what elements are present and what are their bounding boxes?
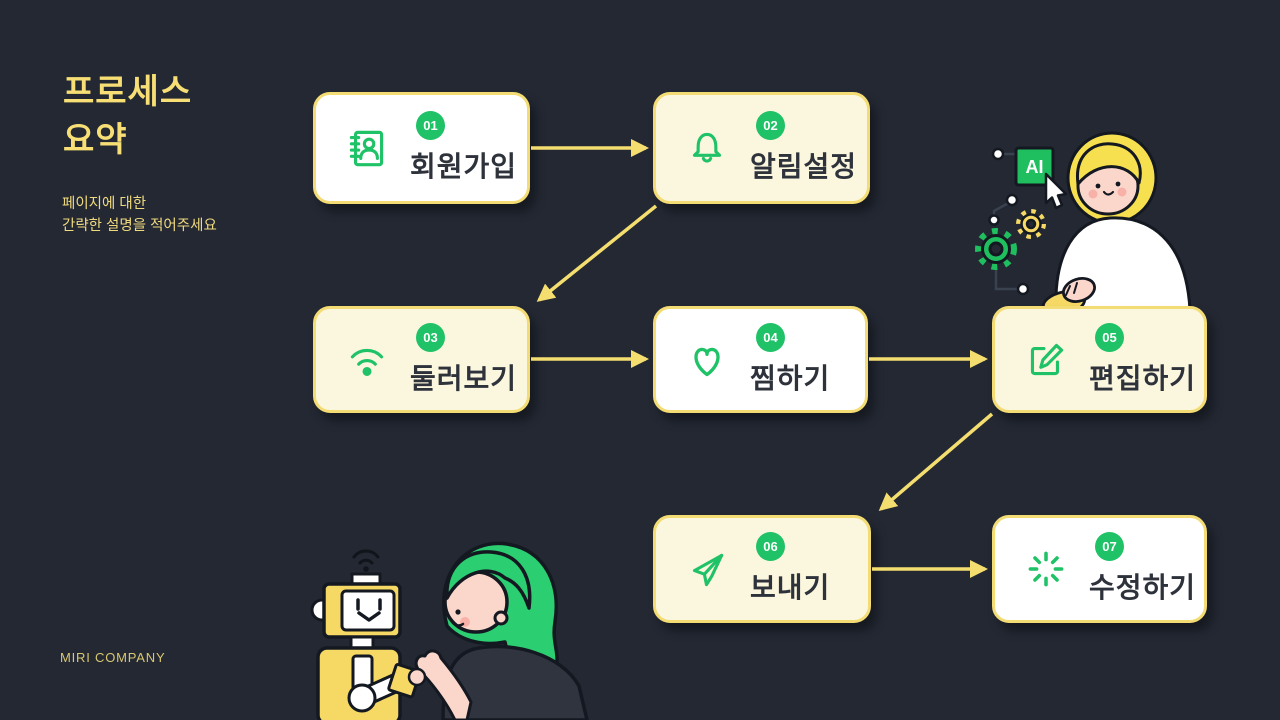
spinner-icon: [1021, 544, 1071, 594]
step-label: 수정하기: [1089, 572, 1197, 603]
step-label: 보내기: [750, 572, 831, 603]
arrow-2-3: [536, 204, 658, 302]
cursor-icon: [1044, 172, 1068, 210]
step-number-badge: 07: [1095, 532, 1124, 561]
step-label: 찜하기: [750, 362, 831, 394]
arrow-5-6: [878, 412, 994, 511]
step-number-badge: 02: [756, 111, 785, 140]
page-title-line1: 프로세스: [63, 73, 193, 111]
edit-icon: [1021, 335, 1071, 385]
wifi-signal-icon: [352, 549, 380, 565]
page-subtitle-line1: 페이지에 대한: [62, 196, 147, 212]
step-card-notifications: 02 알림설정: [653, 92, 870, 204]
robot-elbow: [347, 683, 377, 713]
step-number-badge: 06: [756, 532, 785, 561]
step-card-edit: 05 편집하기: [992, 306, 1207, 413]
illustration-robot-and-person: [310, 541, 589, 720]
step-number-badge: 05: [1095, 322, 1124, 352]
hair-fringe: [445, 550, 532, 610]
circuit-node: [988, 214, 1000, 226]
wifi-icon: [342, 335, 392, 385]
bell-icon: [682, 123, 732, 173]
hand: [1062, 277, 1096, 303]
circuit-node: [1016, 282, 1030, 296]
step-number-badge: 04: [756, 322, 785, 352]
gear-green-icon: [975, 228, 1017, 270]
step-label: 회원가입: [410, 151, 518, 182]
step-label: 편집하기: [1089, 362, 1197, 394]
hair-fringe: [1076, 142, 1142, 186]
person-arm: [414, 649, 473, 720]
page-subtitle-line2: 간략한 설명을 적어주세요: [62, 218, 217, 235]
step-card-signup: 01 회원가입: [313, 92, 530, 204]
robot-screen: [340, 589, 396, 632]
step-number-badge: 01: [416, 111, 445, 140]
gear-yellow-icon: [1016, 209, 1046, 239]
illustration-person-with-ai-cursor: AI: [975, 131, 1192, 310]
person-thumb: [407, 667, 427, 687]
step-card-modify: 07 수정하기: [992, 515, 1207, 623]
step-label: 둘러보기: [410, 362, 518, 394]
ai-badge-text: AI: [1026, 157, 1044, 177]
contact-book-icon: [342, 123, 392, 173]
step-number-badge: 03: [416, 322, 445, 352]
page-title-line2: 요약: [63, 121, 128, 160]
circuit-node: [991, 147, 1005, 161]
company-name: MIRI COMPANY: [60, 650, 166, 665]
heart-icon: [682, 335, 732, 385]
step-label: 알림설정: [750, 151, 858, 182]
page-subtitle: 페이지에 대한 간략한 설명을 적어주세요: [62, 193, 217, 238]
page-title: 프로세스 요약: [63, 68, 192, 165]
step-card-favorite: 04 찜하기: [653, 306, 868, 413]
step-card-browse: 03 둘러보기: [313, 306, 530, 413]
step-card-send: 06 보내기: [653, 515, 871, 623]
paper-plane-icon: [682, 544, 732, 594]
ai-badge: [1014, 146, 1055, 187]
circuit-node: [1005, 193, 1019, 207]
